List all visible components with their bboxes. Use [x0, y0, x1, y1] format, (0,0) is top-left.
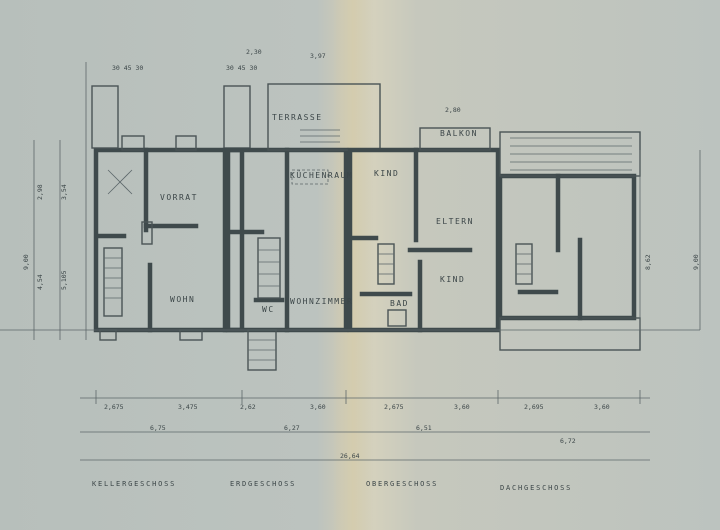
dim-row2-1: 6,75 — [150, 424, 166, 432]
dim-left-2: 2,98 — [36, 184, 44, 200]
title-kellergeschoss: KELLERGESCHOSS — [92, 480, 176, 488]
title-obergeschoss: OBERGESCHOSS — [366, 480, 438, 488]
dim-left-5: 5,105 — [60, 270, 68, 290]
title-dachgeschoss: DACHGESCHOSS — [500, 484, 572, 492]
ground-floor-plan — [225, 83, 381, 371]
dim-row1-8: 3,60 — [594, 403, 610, 411]
dim-row1-3: 2,62 — [240, 403, 256, 411]
dim-row1-2: 3,475 — [178, 403, 198, 411]
label-eltern: ELTERN — [436, 217, 474, 226]
dim-top-1: 30 45 30 — [112, 64, 143, 72]
dim-left-4: 3,54 — [60, 184, 68, 200]
label-wohnzimmer: WOHNZIMMER — [290, 297, 353, 306]
dim-row2-4: 6,72 — [560, 437, 576, 445]
dim-left-3: 4,54 — [36, 274, 44, 290]
dim-top-4: 3,97 — [310, 52, 326, 60]
dim-row1-4: 3,60 — [310, 403, 326, 411]
label-wohn: WOHN — [170, 295, 195, 304]
label-kind-2: KIND — [440, 275, 465, 284]
dim-row1-6: 3,60 — [454, 403, 470, 411]
dim-right-2: 9,00 — [692, 254, 700, 270]
dim-row1-5: 2,675 — [384, 403, 404, 411]
label-vorrat: VORRAT — [160, 193, 198, 202]
dim-row1-1: 2,675 — [104, 403, 124, 411]
dim-total: 26,64 — [340, 452, 360, 460]
upper-floor-plan — [347, 127, 501, 333]
dimension-lines — [0, 62, 701, 461]
label-bad: BAD — [390, 299, 409, 308]
attic-plan — [497, 131, 641, 351]
dim-left-1: 9,00 — [22, 254, 30, 270]
dim-row1-7: 2,695 — [524, 403, 544, 411]
label-balkon: BALKON — [440, 129, 478, 138]
dim-row2-2: 6,27 — [284, 424, 300, 432]
label-terrasse: TERRASSE — [272, 113, 323, 122]
dim-top-2: 30 45 30 — [226, 64, 257, 72]
label-wc: WC — [262, 305, 275, 314]
label-kuechenraum: KÜCHENRAUM — [290, 170, 353, 180]
dim-top-5: 2,80 — [445, 106, 461, 114]
dim-top-3: 2,30 — [246, 48, 262, 56]
dim-row2-3: 6,51 — [416, 424, 432, 432]
dim-right-1: 8,62 — [644, 254, 652, 270]
label-kind-1: KIND — [374, 169, 399, 178]
paper-fold — [333, 0, 373, 530]
title-erdgeschoss: ERDGESCHOSS — [230, 480, 296, 488]
